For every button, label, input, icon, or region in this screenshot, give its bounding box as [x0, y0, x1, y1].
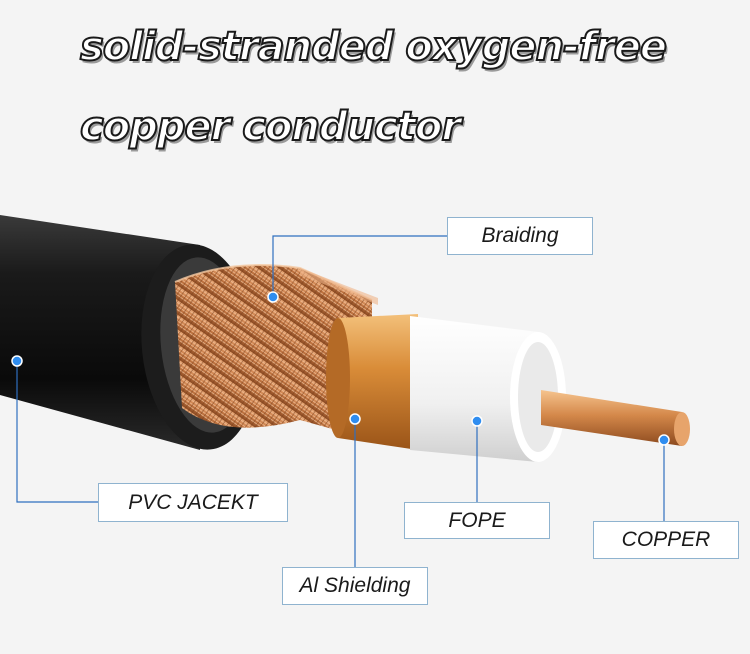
braiding-label: Braiding — [447, 217, 593, 255]
braiding-dot — [267, 291, 279, 303]
pvc-jacket-leader-line — [16, 361, 98, 503]
callout-lines — [16, 235, 665, 567]
callout-dots — [11, 291, 670, 446]
title-line-1: solid-stranded oxygen-free — [79, 23, 668, 71]
al-shielding-dot — [349, 413, 361, 425]
al-shielding — [326, 314, 418, 450]
braiding — [174, 264, 378, 440]
pvc-jacket-dot — [11, 355, 23, 367]
copper-conductor — [541, 390, 690, 446]
fope-insulation — [410, 316, 566, 462]
pvc-jacket-label: PVC JACEKT — [98, 483, 288, 522]
fope-label: FOPE — [404, 502, 550, 539]
braiding-leader-line — [272, 235, 447, 297]
copper-dot — [658, 434, 670, 446]
copper-label: COPPER — [593, 521, 739, 559]
title-line-2: copper conductor — [79, 103, 462, 151]
fope-dot — [471, 415, 483, 427]
al-shielding-label: Al Shielding — [282, 567, 428, 605]
